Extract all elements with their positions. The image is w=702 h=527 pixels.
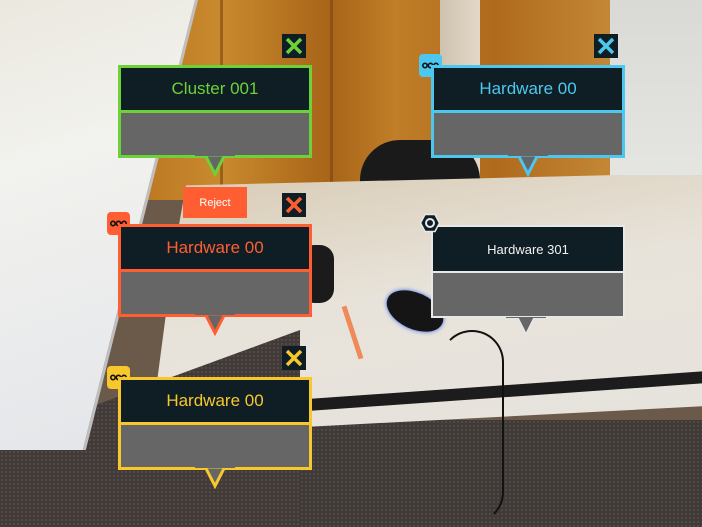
close-button[interactable] [282,193,306,217]
card-body [431,272,625,318]
card-pointer [506,317,546,336]
card-pointer [195,467,235,489]
card-title: Hardware 00 [479,79,577,98]
close-icon [285,196,303,214]
hexagon-settings-icon[interactable] [420,213,440,233]
card-header: Hardware 301 [431,225,625,272]
ar-card-cluster-001[interactable]: Cluster 001 [118,65,312,177]
background-cable [440,330,504,524]
ar-card-hardware-00-blue[interactable]: Hardware 00 [431,65,625,177]
ar-card-hardware-00-orange[interactable]: Hardware 00 [118,224,312,336]
card-pointer [195,155,235,177]
close-icon [285,37,303,55]
card-pointer [195,314,235,336]
background-door-seam [330,0,333,200]
card-title: Hardware 301 [487,241,569,257]
card-header: Cluster 001 [118,65,312,112]
card-header: Hardware 00 [431,65,625,112]
card-body [118,424,312,470]
card-title: Hardware 00 [166,391,264,410]
card-pointer [508,155,548,177]
card-body [431,112,625,158]
card-header: Hardware 00 [118,377,312,424]
close-icon [285,349,303,367]
card-title: Cluster 001 [171,79,259,98]
card-body [118,271,312,317]
close-button[interactable] [282,34,306,58]
ar-card-hardware-301[interactable]: Hardware 301 [431,225,625,336]
card-body [118,112,312,158]
close-button[interactable] [282,346,306,370]
reject-button[interactable]: Reject [183,187,247,218]
card-title: Hardware 00 [166,238,264,257]
close-icon [597,37,615,55]
ar-card-hardware-00-yellow[interactable]: Hardware 00 [118,377,312,489]
card-header: Hardware 00 [118,224,312,271]
close-button[interactable] [594,34,618,58]
